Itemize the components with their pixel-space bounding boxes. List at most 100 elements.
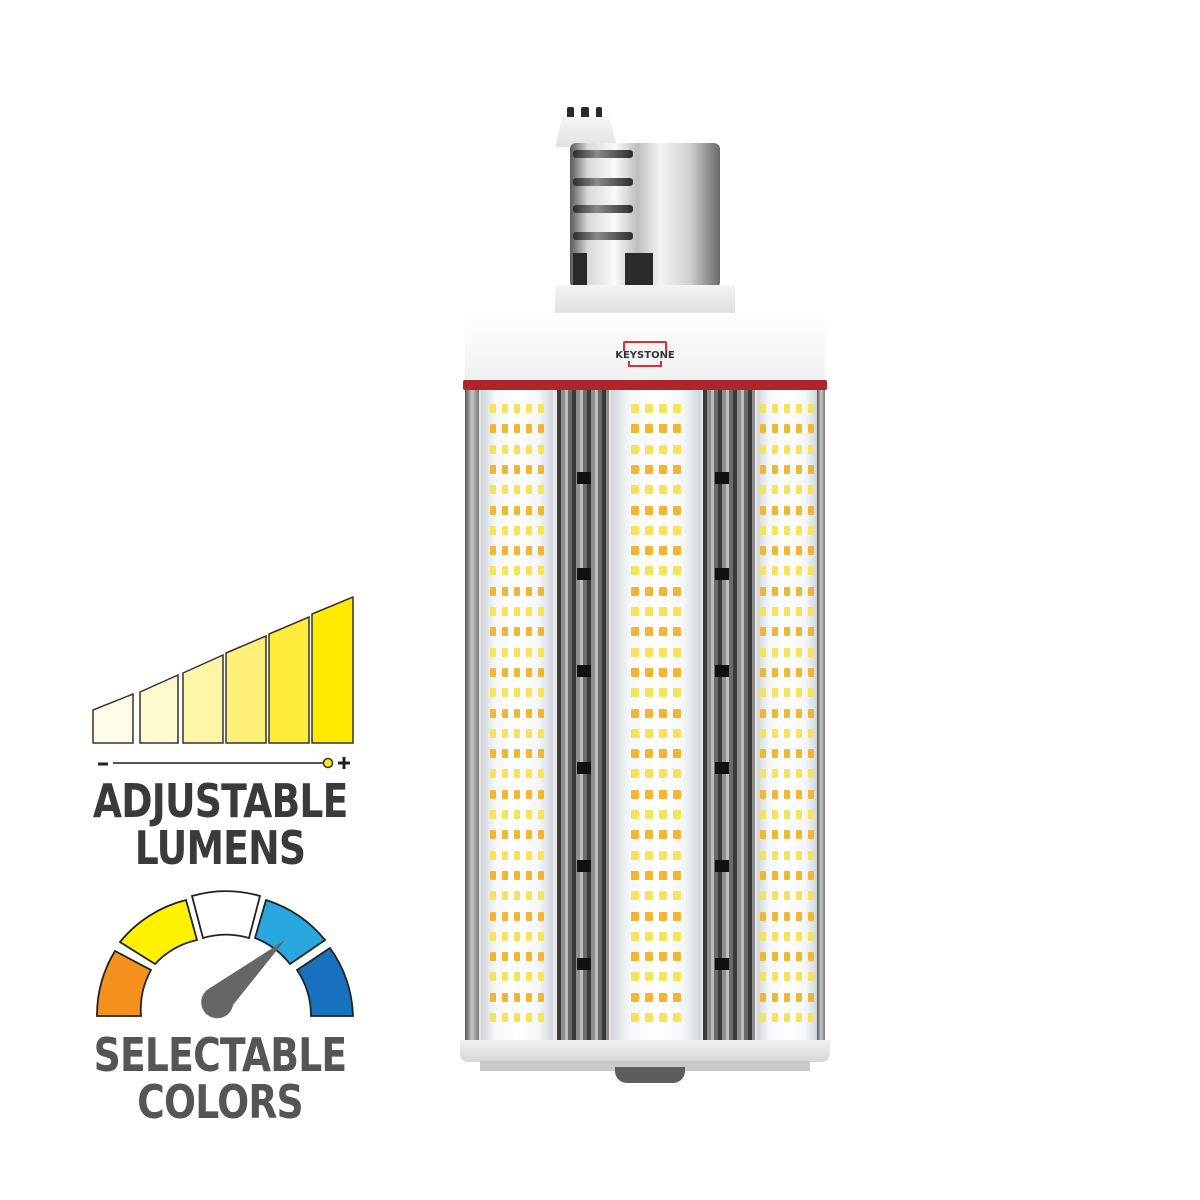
fin-clip [715,568,729,580]
led-chip [645,789,653,799]
led-chip [760,870,766,880]
led-chip [526,464,532,474]
led-chip [645,424,653,434]
led-chip [645,485,653,495]
led-chip [659,850,667,860]
led-row [481,444,553,454]
led-chip [673,464,681,474]
fin-clip [577,665,591,677]
led-chip [490,647,496,657]
led-chip [772,424,778,434]
led-chip [784,627,790,637]
led-chip [538,627,544,637]
led-chip [796,647,802,657]
led-chip [538,485,544,495]
led-chip [502,667,508,677]
led-chip [772,952,778,962]
led-chip [645,505,653,515]
led-chip [502,810,508,819]
led-chip [490,525,496,535]
led-chip [490,891,496,901]
led-row [757,830,817,840]
led-row [611,992,701,1002]
thread-shadow [625,253,653,288]
led-row [611,505,701,515]
led-chip [772,688,778,698]
led-chip [659,627,667,637]
led-chip [514,769,520,779]
led-chip [784,688,790,698]
led-chip [760,627,766,637]
led-row [757,769,817,779]
led-chip [760,607,766,616]
adjustable-label: ADJUSTABLE [92,774,349,828]
led-chip [808,728,814,738]
led-chip [760,931,766,941]
led-chip [784,647,790,657]
led-chip [659,992,667,1002]
led-chip [760,667,766,677]
thread-shadow [573,253,587,288]
led-chip [526,424,532,434]
led-chip [659,728,667,738]
led-chip [659,931,667,941]
led-chip [526,667,532,677]
led-chip [772,891,778,901]
led-chip [538,830,544,840]
led-chip [645,444,653,454]
led-chip [808,464,814,474]
led-chip [514,688,520,698]
led-row [757,708,817,718]
led-chip [631,870,639,880]
led-chip [760,485,766,495]
led-chip [526,1013,532,1022]
led-chip [526,810,532,819]
led-chip [538,444,544,454]
led-chip [659,789,667,799]
led-row [611,952,701,962]
led-chip [526,830,532,840]
led-chip [490,870,496,880]
led-chip [514,850,520,860]
led-chip [631,505,639,515]
led-chip [538,931,544,941]
led-chip [526,749,532,759]
led-row [611,850,701,860]
led-chip [673,546,681,556]
led-row [611,749,701,759]
led-chip [808,911,814,921]
led-chip [796,404,802,413]
led-chip [645,688,653,698]
led-chip [659,749,667,759]
led-chip [490,931,496,941]
led-chip [538,891,544,901]
led-chip [514,952,520,962]
led-chip [645,891,653,901]
led-chip [760,992,766,1002]
led-chip [673,1013,681,1022]
led-chip [673,870,681,880]
led-row [757,464,817,474]
led-chip [796,891,802,901]
led-chip [673,891,681,901]
led-chip [645,749,653,759]
led-chip [502,952,508,962]
led-chip [784,586,790,596]
led-chip [673,444,681,454]
led-chip [538,546,544,556]
led-chip [760,505,766,515]
led-chip [772,627,778,637]
led-chip [645,830,653,840]
led-chip [796,911,802,921]
bulb-bottom-nub [615,1067,685,1083]
led-chip [502,627,508,637]
led-chip [514,444,520,454]
led-chip [808,586,814,596]
led-row [611,789,701,799]
led-chip [538,505,544,515]
led-chip [526,485,532,495]
led-chip [502,1013,508,1022]
led-chip [772,444,778,454]
led-chip [760,444,766,454]
led-chip [490,464,496,474]
